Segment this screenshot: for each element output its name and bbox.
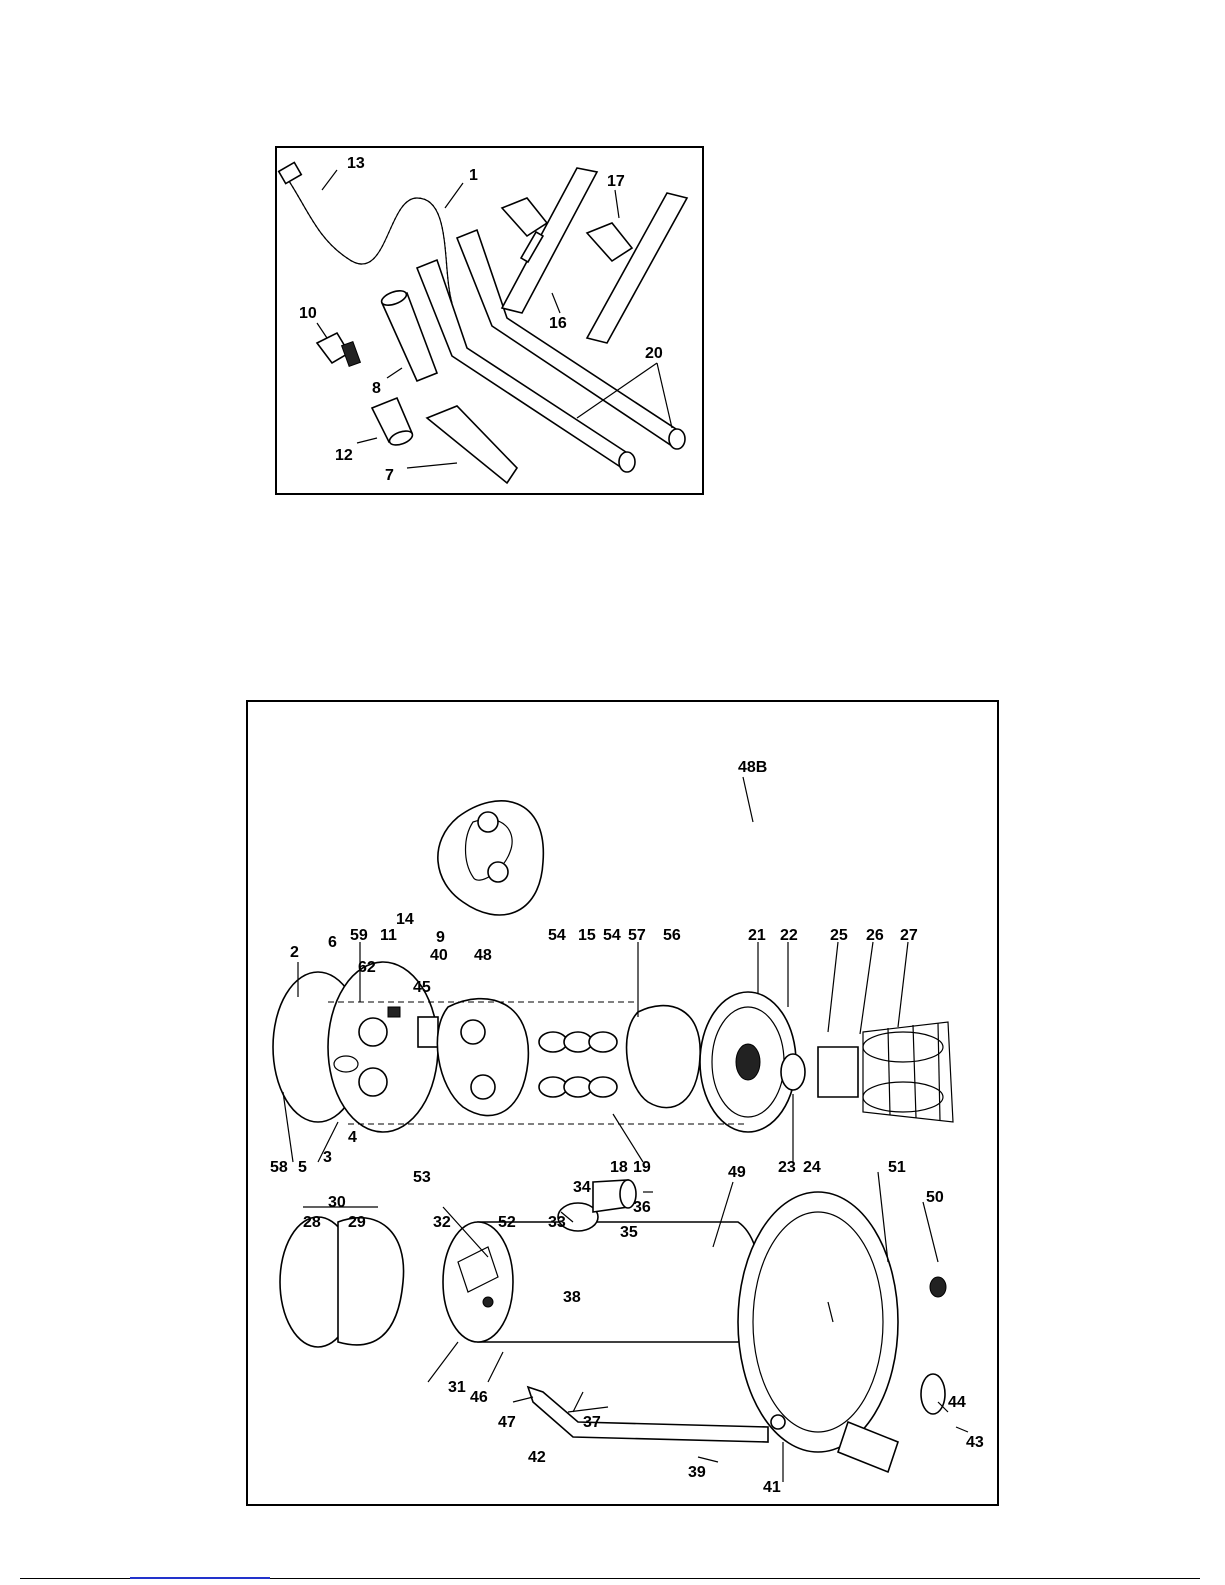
callout-45: 45 bbox=[413, 979, 431, 996]
wheel-44 bbox=[921, 1374, 945, 1414]
wand-adapter bbox=[382, 293, 437, 381]
callout-4: 4 bbox=[348, 1129, 357, 1146]
callout-8: 8 bbox=[372, 380, 381, 397]
callout-42: 42 bbox=[528, 1449, 546, 1466]
exploded-assembly-diagram: 48B 2 6 59 11 14 62 9 40 48 45 54 15 54 … bbox=[246, 700, 999, 1506]
callout-33: 33 bbox=[548, 1214, 566, 1231]
callout-54-bottom: 54 bbox=[603, 927, 621, 944]
callout-32: 32 bbox=[433, 1214, 451, 1231]
callout-54-top: 54 bbox=[548, 927, 566, 944]
callout-48b: 48B bbox=[738, 759, 767, 776]
callout-5: 5 bbox=[298, 1159, 307, 1176]
floor-tool-17 bbox=[587, 193, 687, 343]
callout-2: 2 bbox=[290, 944, 299, 961]
callout-53: 53 bbox=[413, 1169, 431, 1186]
hose-cuff bbox=[279, 162, 302, 183]
callout-31: 31 bbox=[448, 1379, 466, 1396]
callout-35: 35 bbox=[620, 1224, 638, 1241]
accessories-drawing: 13 1 17 10 16 20 8 12 7 bbox=[277, 148, 702, 493]
callout-29: 29 bbox=[348, 1214, 366, 1231]
callout-20: 20 bbox=[645, 345, 663, 362]
callout-52: 52 bbox=[498, 1214, 516, 1231]
handle-42 bbox=[528, 1387, 768, 1442]
callout-47: 47 bbox=[498, 1414, 516, 1431]
callout-40: 40 bbox=[430, 947, 448, 964]
floor-tool-16 bbox=[502, 168, 597, 313]
callout-18: 18 bbox=[610, 1159, 628, 1176]
callout-22: 22 bbox=[780, 927, 798, 944]
plate-56 bbox=[627, 1006, 701, 1108]
callout-62: 62 bbox=[358, 959, 376, 976]
callout-25: 25 bbox=[830, 927, 848, 944]
callout-15: 15 bbox=[578, 927, 596, 944]
callout-50: 50 bbox=[926, 1189, 944, 1206]
callout-19: 19 bbox=[633, 1159, 651, 1176]
callout-39: 39 bbox=[688, 1464, 706, 1481]
callout-11: 11 bbox=[380, 927, 397, 944]
callout-58: 58 bbox=[270, 1159, 288, 1176]
callout-17: 17 bbox=[607, 173, 625, 190]
callout-59: 59 bbox=[350, 927, 368, 944]
callout-23: 23 bbox=[778, 1159, 796, 1176]
callout-57: 57 bbox=[628, 927, 646, 944]
callout-14: 14 bbox=[396, 911, 414, 928]
callout-41: 41 bbox=[763, 1479, 781, 1496]
callout-49: 49 bbox=[728, 1164, 746, 1181]
callout-46: 46 bbox=[470, 1389, 488, 1406]
callout-6: 6 bbox=[328, 934, 337, 951]
crevice-tool bbox=[427, 406, 517, 483]
callout-7: 7 bbox=[385, 467, 394, 484]
motor-set bbox=[539, 1032, 617, 1097]
callout-27: 27 bbox=[900, 927, 918, 944]
dusting-brush bbox=[317, 333, 360, 366]
callout-28: 28 bbox=[303, 1214, 321, 1231]
callout-10: 10 bbox=[299, 305, 317, 322]
callout-12: 12 bbox=[335, 447, 353, 464]
callout-56: 56 bbox=[663, 927, 681, 944]
callout-43: 43 bbox=[966, 1434, 984, 1451]
protective-cage bbox=[863, 1022, 953, 1122]
accessories-diagram: 13 1 17 10 16 20 8 12 7 bbox=[275, 146, 704, 495]
callout-1: 1 bbox=[469, 167, 478, 184]
exhaust-collar bbox=[818, 1047, 858, 1097]
callout-26: 26 bbox=[866, 927, 884, 944]
assembly-drawing: 48B 2 6 59 11 14 62 9 40 48 45 54 15 54 … bbox=[248, 702, 997, 1504]
callout-51: 51 bbox=[888, 1159, 906, 1176]
callout-38: 38 bbox=[563, 1289, 581, 1306]
callout-24: 24 bbox=[803, 1159, 821, 1176]
callout-16: 16 bbox=[549, 315, 567, 332]
footer-link-underline[interactable] bbox=[130, 1577, 270, 1579]
dolly-base bbox=[738, 1192, 898, 1452]
callout-9: 9 bbox=[436, 929, 445, 946]
caster-50 bbox=[930, 1277, 946, 1297]
callout-37: 37 bbox=[583, 1414, 601, 1431]
callout-3: 3 bbox=[323, 1149, 332, 1166]
callout-36: 36 bbox=[633, 1199, 651, 1216]
callout-13: 13 bbox=[347, 155, 365, 172]
callout-48: 48 bbox=[474, 947, 492, 964]
filter-bag bbox=[338, 1218, 404, 1345]
callout-34: 34 bbox=[573, 1179, 591, 1196]
callout-21: 21 bbox=[748, 927, 766, 944]
callout-30: 30 bbox=[328, 1194, 346, 1211]
callout-44: 44 bbox=[948, 1394, 966, 1411]
